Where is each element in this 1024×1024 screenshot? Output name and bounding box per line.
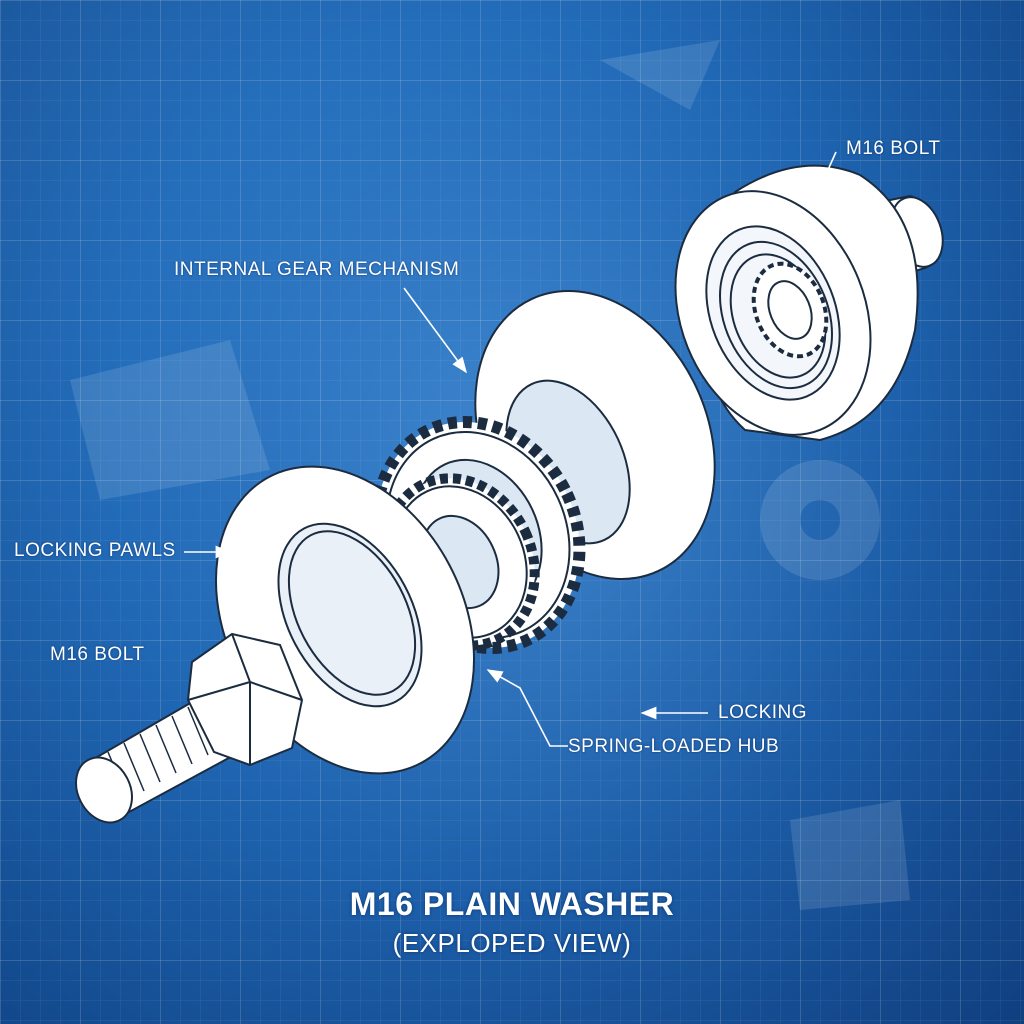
label-internal-gear-mechanism: INTERNAL GEAR MECHANISM <box>174 259 460 280</box>
leader-spring-hub <box>486 669 568 747</box>
background-decoration <box>70 40 910 910</box>
drawing-subtitle: (EXPLOPED VIEW) <box>392 928 632 958</box>
leader-gear-mechanism <box>403 287 467 374</box>
leader-lines <box>184 151 837 747</box>
drawing-title: M16 PLAIN WASHER <box>349 886 675 922</box>
label-locking: LOCKING <box>718 702 808 723</box>
label-m16-bolt-left: M16 BOLT <box>50 644 145 665</box>
m16-bolt <box>75 632 304 824</box>
bolt-housing-top <box>674 164 944 442</box>
label-locking-pawls: LOCKING PAWLS <box>14 540 176 561</box>
label-spring-loaded-hub: SPRING-LOADED HUB <box>568 736 780 757</box>
leader-bolt-top <box>817 151 837 194</box>
label-m16-bolt-top: M16 BOLT <box>846 138 941 159</box>
